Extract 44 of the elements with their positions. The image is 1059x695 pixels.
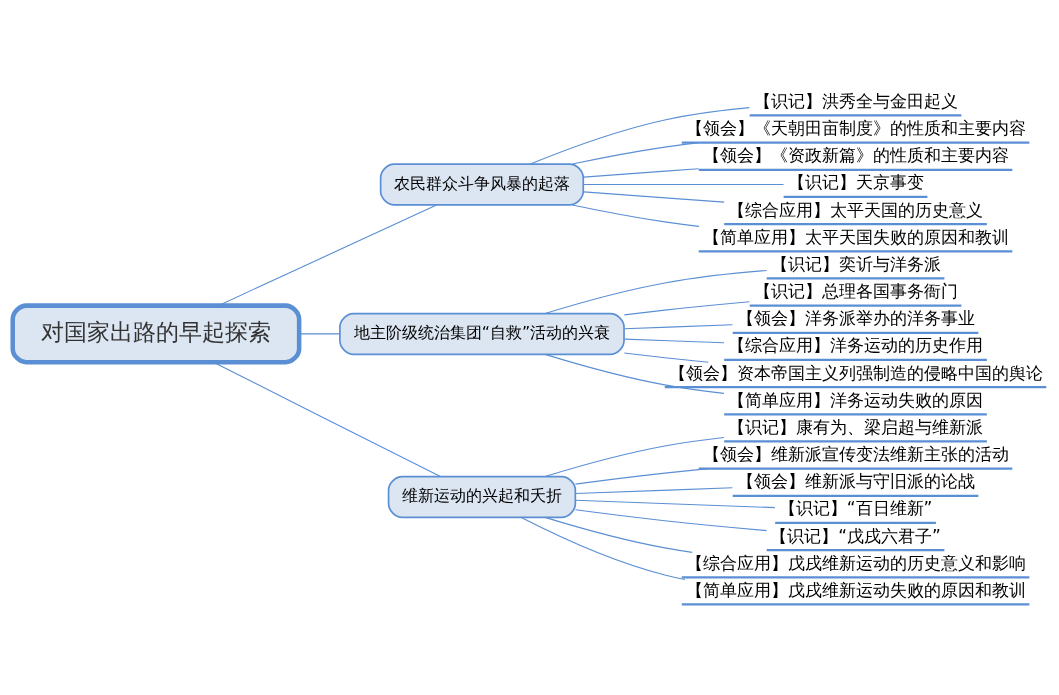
connector [544, 269, 768, 315]
node-text: 【领会】洋务派举办的洋务事业 [736, 308, 975, 329]
connector [571, 204, 700, 227]
connector [544, 353, 725, 394]
node-text: 【识记】洪秀全与金田起义 [753, 90, 958, 111]
connector [574, 499, 776, 509]
node-text: 【识记】天京事变 [787, 172, 924, 193]
node-text: 【领会】《资政新篇》的性质和主要内容 [702, 145, 1009, 166]
connector [623, 352, 709, 363]
node-text: 【领会】《天朝田亩制度》的性质和主要内容 [685, 118, 1026, 139]
connector [574, 487, 733, 495]
connector [583, 191, 725, 203]
node-text: 【综合应用】洋务运动的历史作用 [728, 335, 984, 356]
node-text: 【领会】维新派宣传变法维新主张的活动 [702, 444, 1009, 465]
connector [529, 107, 750, 165]
node-box: 维新运动的兴起和夭折 [387, 475, 577, 519]
node-text: 【简单应用】洋务运动失败的原因 [728, 389, 984, 410]
node-text: 【简单应用】太平天国失败的原因和教训 [702, 226, 1009, 247]
connector [574, 509, 768, 532]
connector [623, 324, 733, 330]
node-box: 农民群众斗争风暴的起落 [379, 163, 585, 206]
node-text: 【综合应用】戊戌维新运动的历史意义和影响 [685, 552, 1026, 573]
connector [544, 436, 725, 478]
node-text: 【领会】资本帝国主义列强制造的侵略中国的舆论 [668, 362, 1043, 383]
node-text: 【识记】“百日维新” [778, 498, 933, 519]
connector [574, 468, 709, 485]
node-box: 地主阶级统治集团“自救”活动的兴衰 [339, 312, 625, 356]
connector [544, 516, 693, 553]
connector [623, 338, 725, 344]
node-text: 【识记】“戊戌六君子” [770, 525, 941, 546]
node-box: 对国家出路的早起探索 [10, 303, 302, 365]
node-text: 【简单应用】戊戌维新运动失败的原因和教训 [685, 579, 1026, 600]
connector [583, 183, 785, 186]
connector [218, 204, 438, 307]
node-text: 【识记】奕䜣与洋务派 [770, 253, 941, 274]
connector [583, 168, 700, 178]
connector [520, 516, 686, 581]
node-text: 【综合应用】太平天国的历史意义 [728, 199, 984, 220]
node-text: 【识记】康有为、梁启超与维新派 [728, 416, 984, 437]
node-text: 【领会】维新派与守旧派的论战 [736, 471, 975, 492]
node-text: 【识记】总理各国事务衙门 [753, 281, 958, 302]
connector [623, 301, 751, 316]
connector [298, 333, 340, 335]
connector [571, 142, 700, 165]
